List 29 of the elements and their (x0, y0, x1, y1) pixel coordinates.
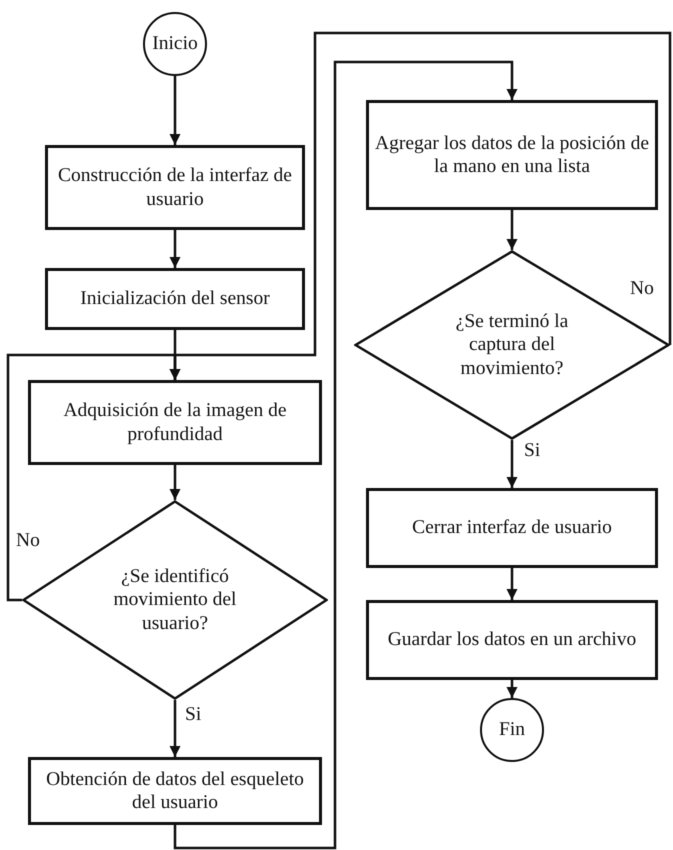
arrow (170, 76, 180, 145)
node-text: Agregar los datos de la posición de la mano en una lista (374, 132, 650, 178)
process-box (45, 268, 305, 330)
process-box (28, 380, 322, 465)
arrow (506, 440, 518, 488)
node-text: Inicio (151, 32, 199, 56)
node-text: ¿Se terminó la captura del movimiento? (454, 310, 570, 380)
arrow (170, 700, 180, 757)
arrow (170, 230, 180, 268)
node-text: ¿Se identificó movimiento del usuario? (112, 564, 238, 636)
process-box (28, 757, 322, 825)
process-box (366, 100, 658, 210)
node-text: Fin (498, 718, 526, 742)
node-text: Cerrar interfaz de usuario (411, 516, 613, 540)
arrow (506, 680, 518, 698)
node-text: Guardar los datos en un archivo (386, 628, 638, 652)
node-text: Construcción de la interfaz de usuario (57, 164, 293, 211)
process-box (366, 600, 658, 680)
process-box (45, 145, 305, 230)
node-text: Inicialización del sensor (79, 287, 271, 311)
arrow (174, 60, 518, 850)
arrow (506, 210, 518, 250)
arrow (170, 32, 672, 380)
process-box (366, 488, 658, 568)
arrow (506, 568, 518, 600)
decision-diamond (354, 250, 670, 440)
arrow (170, 465, 180, 500)
node-text: Obtención de datos del esqueleto del usuario (45, 768, 305, 814)
node-text: Adquisición de la imagen de profundidad (62, 399, 288, 446)
